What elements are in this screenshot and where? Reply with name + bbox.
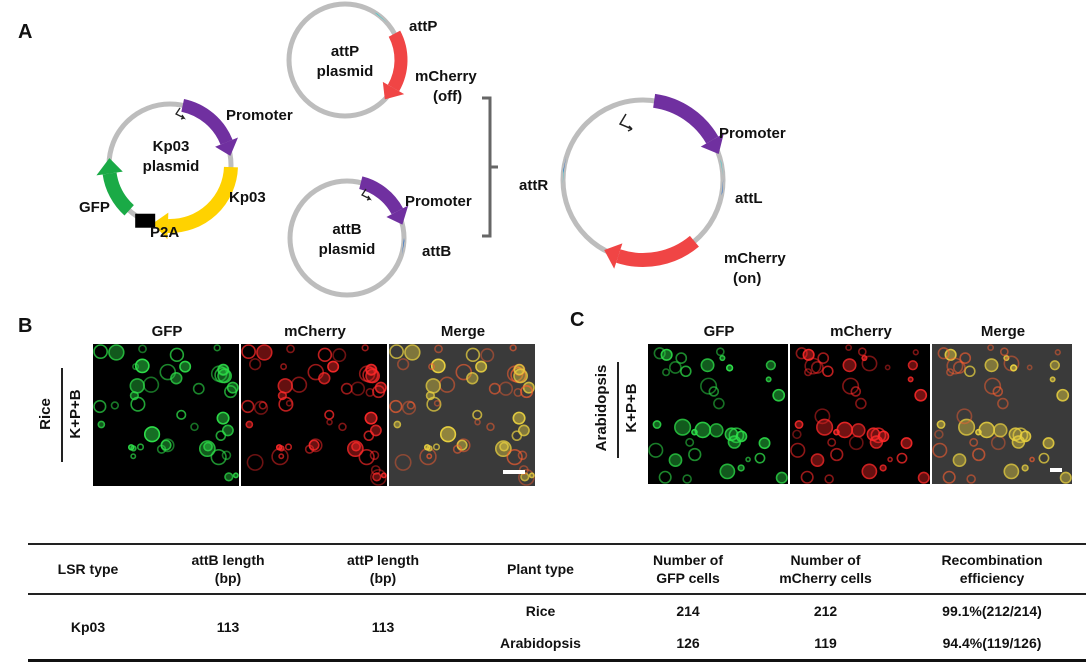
promoter-segment: [181, 98, 233, 145]
attl-site-icon: [721, 178, 724, 196]
attb-site-icon: [401, 237, 405, 255]
cell-efficiency: 99.1%(212/214): [942, 603, 1042, 619]
mcherry-off-label: (off): [433, 88, 462, 105]
attr-site-icon: [562, 167, 565, 185]
attr-label: attR: [519, 177, 548, 194]
plasmid-diagram: A Kp03 plasmid Promoter Kp03 GFP P2A att…: [18, 1, 1072, 486]
channel-label-mcherry: mCherry: [284, 323, 346, 340]
attp-site-icon: [374, 12, 388, 24]
p2a-block: [135, 213, 156, 228]
attp-plasmid-name: attP: [331, 43, 359, 60]
arabidopsis-mcherry-image: [790, 344, 930, 484]
kp03-plasmid-name: Kp03: [153, 138, 190, 155]
combination-bracket: [482, 96, 498, 238]
panel-label-a: A: [18, 21, 32, 43]
cell-attp-length: 113: [371, 618, 395, 635]
attb-plasmid-name: attB: [332, 221, 361, 238]
condition-label: K+P+B: [623, 383, 640, 432]
arabidopsis-merge-image: [932, 344, 1072, 484]
promoter-segment-head: [700, 133, 724, 154]
mcherry-on-label: (on): [733, 270, 761, 287]
kp03-plasmid-name: plasmid: [143, 158, 200, 175]
rice-mcherry-image: [241, 344, 387, 486]
header-plant-type: Plant type: [507, 561, 574, 577]
recombination-table: LSR type attB length(bp) attP length(bp)…: [28, 543, 1086, 662]
attl-site-icon: [720, 159, 724, 176]
condition-label: K+P+B: [67, 389, 84, 438]
arabidopsis-gfp-image: [648, 344, 788, 484]
cell-gfp: 214: [676, 603, 700, 619]
rice-merge-image: [389, 344, 535, 486]
promoter-segment: [358, 176, 404, 215]
kp03-gene-label: Kp03: [229, 189, 266, 206]
gfp-segment-head: [96, 158, 123, 176]
panel-label-c: C: [570, 309, 584, 331]
kp03-gene-segment: [167, 166, 238, 233]
channel-label-merge: Merge: [981, 323, 1025, 340]
header-attb-length: attB length(bp): [191, 552, 265, 586]
rice-gfp-image: [93, 344, 239, 486]
attr-site-icon: [563, 156, 567, 174]
attp-label: attP: [409, 18, 437, 35]
promoter-label: Promoter: [405, 193, 472, 210]
panel-label-b: B: [18, 315, 32, 337]
promoter-label: Promoter: [719, 125, 786, 142]
promoter-arrow-icon: [175, 107, 186, 120]
promoter-label: Promoter: [226, 107, 293, 124]
promoter-segment-head: [386, 205, 409, 225]
cell-mcherry: 119: [814, 634, 837, 651]
gfp-label: GFP: [79, 199, 110, 216]
attl-label: attL: [735, 190, 763, 207]
cell-lsr-type: Kp03: [70, 618, 106, 635]
mcherry-on-label: mCherry: [724, 250, 786, 267]
scale-bar: [503, 470, 525, 474]
mcherry-off-label: mCherry: [415, 68, 477, 85]
promoter-arrow-icon: [618, 113, 633, 132]
gfp-segment: [102, 172, 135, 216]
attb-plasmid-name: plasmid: [319, 241, 376, 258]
mcherry-segment: [387, 30, 408, 92]
scale-bar: [1050, 468, 1062, 472]
channel-label-merge: Merge: [441, 323, 485, 340]
attp-plasmid-name: plasmid: [317, 63, 374, 80]
channel-label-gfp: GFP: [152, 323, 183, 340]
cell-gfp: 126: [676, 634, 700, 651]
kp03-gene-segment-head: [152, 212, 169, 240]
p2a-label: P2A: [150, 224, 179, 241]
promoter-segment-head: [215, 137, 239, 156]
cell-mcherry: 212: [813, 603, 838, 619]
table-row: Arabidopsis 126 119 94.4%(119/126): [28, 627, 1086, 660]
header-lsr-type: LSR type: [57, 561, 119, 577]
species-label-arabidopsis: Arabidopsis: [593, 365, 610, 452]
cell-plant: Rice: [525, 603, 556, 619]
channel-label-mcherry: mCherry: [830, 323, 892, 340]
header-attp-length: attP length(bp): [346, 552, 420, 586]
mcherry-segment: [616, 235, 699, 267]
species-label-rice: Rice: [37, 398, 54, 430]
attb-label: attB: [422, 243, 451, 260]
mcherry-segment-head: [382, 81, 405, 100]
cell-efficiency: 94.4%(119/126): [942, 634, 1042, 651]
attp-plasmid-backbone: [286, 1, 404, 119]
promoter-arrow-icon: [361, 188, 372, 201]
mcherry-segment-head: [604, 243, 623, 269]
promoter-segment: [652, 93, 719, 144]
channel-label-gfp: GFP: [704, 323, 735, 340]
cell-attb-length: 113: [216, 618, 240, 635]
table-header-row: LSR type attB length(bp) attP length(bp)…: [28, 544, 1086, 594]
table-row: Kp03 113 113 Rice 214 212 99.1%(212/214): [28, 594, 1086, 635]
cell-plant: Arabidopsis: [500, 634, 581, 651]
